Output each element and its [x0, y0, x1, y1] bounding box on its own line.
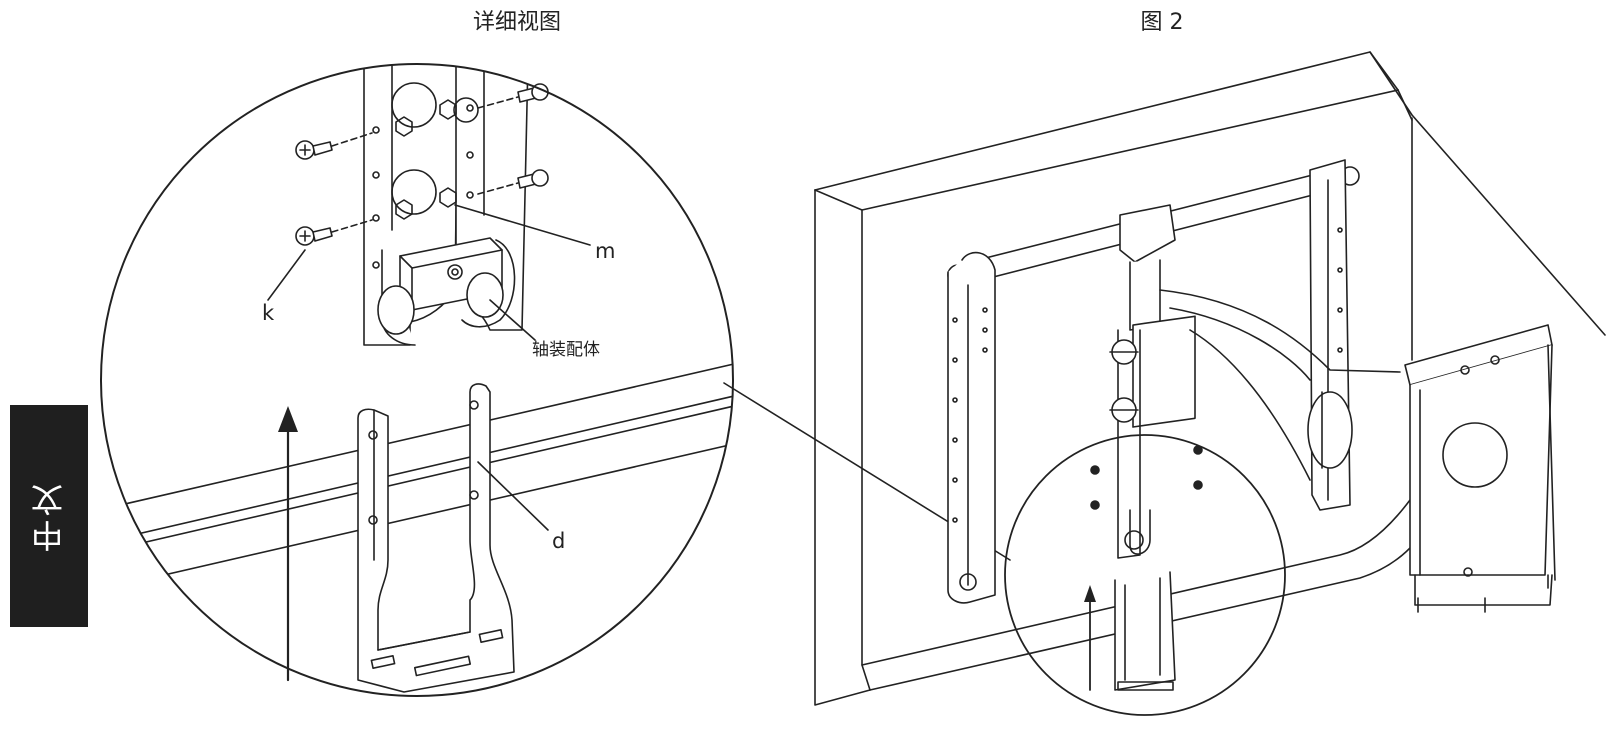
figure-2 [814, 51, 1606, 716]
fig-zoom-contents [1084, 445, 1203, 691]
bracket-d [357, 383, 515, 693]
leader-k [267, 249, 306, 301]
leader-d [477, 461, 549, 531]
leader-axle-assembly [489, 299, 536, 341]
fig-mounting-plate [1404, 324, 1556, 613]
callout-k: k [262, 301, 275, 325]
detail-circle [100, 63, 734, 697]
language-tab: 中文 [10, 405, 88, 627]
fig-left-bracket [947, 251, 996, 604]
detail-view-title: 详细视图 [473, 10, 561, 35]
screw-k-lower [295, 219, 373, 246]
axle-assembly [377, 237, 516, 346]
screw-k-upper [295, 132, 373, 160]
detail-tv-frame-lines [101, 357, 733, 593]
callout-m: m [595, 239, 615, 263]
language-tab-label: 中文 [30, 480, 68, 552]
upward-arrow [278, 406, 298, 682]
tv-top-edge [814, 51, 1606, 336]
callout-d: d [552, 529, 565, 553]
leader-m [454, 204, 591, 246]
fig-right-bracket [1307, 159, 1353, 511]
fig-center-bracket [1109, 204, 1196, 559]
callout-axle-assembly: 轴装配体 [532, 340, 600, 360]
screws-k [295, 132, 373, 246]
fig-zoom-circle [1004, 434, 1286, 716]
screws-m [477, 83, 549, 195]
detail-view: k m 轴装配体 d [100, 63, 734, 697]
screw-m-lower [477, 169, 549, 195]
fig-arm [1159, 289, 1401, 373]
figure-title: 图 2 [1141, 10, 1184, 35]
